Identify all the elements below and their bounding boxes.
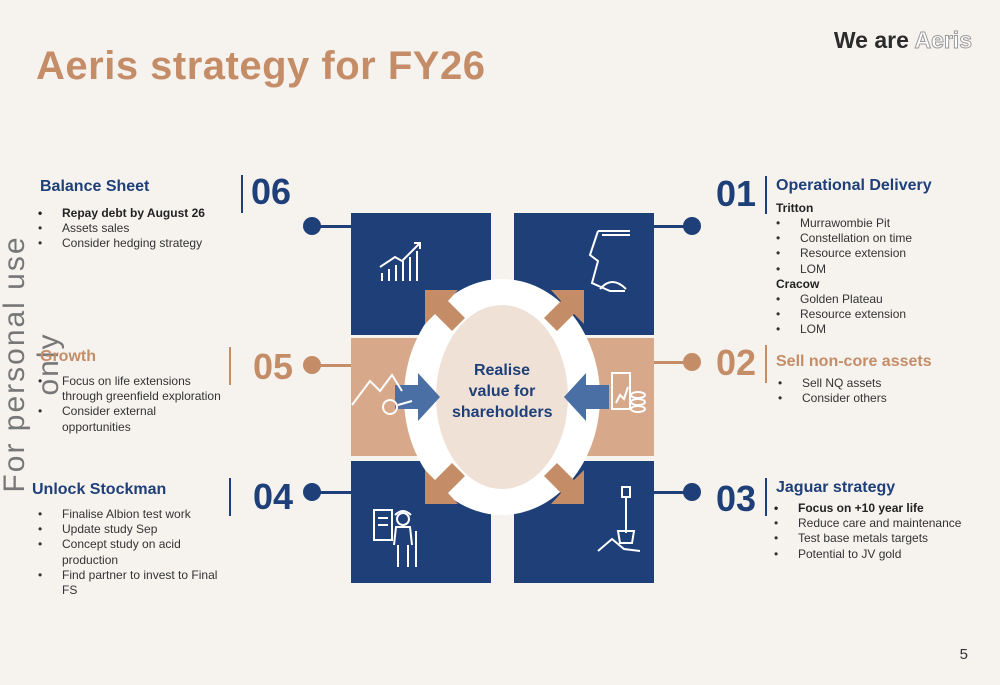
mountain-copper-icon: [351, 373, 413, 415]
list-item: Sell NQ assets: [778, 376, 887, 391]
connector-05: [318, 364, 351, 367]
shovel-icon: [597, 486, 641, 552]
list-item: Murrawombie Pit: [776, 216, 912, 231]
non-core-list: Sell NQ assets Consider others: [778, 376, 887, 407]
connector-dot-02: [683, 353, 701, 371]
arrow-bottom-left: [425, 463, 465, 504]
connector-dot-03: [683, 483, 701, 501]
jaguar-heading: Jaguar strategy: [776, 479, 896, 496]
list-item: Consider hedging strategy: [38, 236, 205, 251]
center-label: Realise value for shareholders: [452, 362, 553, 421]
divider-06: [241, 175, 243, 213]
list-item: Consider others: [778, 391, 887, 406]
list-item: Repay debt by August 26: [38, 206, 205, 221]
growth-heading: Growth: [40, 348, 96, 365]
connector-04: [318, 491, 351, 494]
list-item: Potential to JV gold: [774, 547, 961, 562]
arrow-left-in: [395, 373, 440, 421]
list-item: Resource extension: [776, 307, 906, 322]
jaguar-list: Focus on +10 year life Reduce care and m…: [774, 501, 961, 562]
section-number-01: 01: [716, 173, 757, 214]
center-diagram: [351, 230, 646, 567]
tritton-list: Murrawombie Pit Constellation on time Re…: [776, 216, 912, 277]
growth-chart-icon: [379, 242, 421, 281]
operational-delivery-heading: Operational Delivery: [776, 177, 932, 194]
section-number-03: 03: [716, 478, 757, 519]
page-title: Aeris strategy for FY26: [36, 44, 486, 88]
connector-02: [654, 361, 687, 364]
list-item: Find partner to invest to Final FS: [38, 568, 228, 598]
list-item: Assets sales: [38, 221, 205, 236]
connector-dot-06: [303, 217, 321, 235]
list-item: Concept study on acid production: [38, 537, 228, 567]
divider-05: [229, 347, 231, 385]
growth-list: Focus on life extensions through greenfi…: [38, 374, 228, 435]
assets-coins-icon: [611, 372, 646, 413]
non-core-heading: Sell non-core assets: [776, 353, 932, 370]
list-item: Golden Plateau: [776, 292, 906, 307]
arrow-right-in: [564, 373, 609, 421]
connector-06: [318, 225, 351, 228]
balance-sheet-heading: Balance Sheet: [40, 178, 150, 195]
brand-prefix: We are: [833, 27, 909, 53]
excavator-icon: [588, 230, 630, 292]
list-item: LOM: [776, 262, 912, 277]
connector-01: [654, 225, 687, 228]
list-item: Focus on life extensions through greenfi…: [38, 374, 228, 404]
list-item: Reduce care and maintenance: [774, 516, 961, 531]
connector-dot-05: [303, 356, 321, 374]
section-number-02: 02: [716, 342, 757, 383]
cracow-label: Cracow: [776, 277, 820, 291]
arrow-bottom-right: [544, 463, 584, 504]
arrow-top-right: [544, 290, 584, 331]
section-number-04: 04: [253, 476, 294, 517]
worker-icon: [373, 509, 417, 567]
list-item: Resource extension: [776, 246, 912, 261]
list-item: LOM: [776, 322, 906, 337]
list-item: Update study Sep: [38, 522, 228, 537]
divider-03: [765, 478, 767, 516]
connector-dot-01: [683, 217, 701, 235]
section-number-05: 05: [253, 346, 294, 387]
list-item: Consider external opportunities: [38, 404, 228, 434]
stockman-heading: Unlock Stockman: [32, 481, 167, 498]
divider-02: [765, 345, 767, 383]
brand-logo: We are Aeris: [833, 27, 973, 54]
brand-name: Aeris: [914, 27, 973, 54]
stockman-list: Finalise Albion test work Update study S…: [38, 507, 228, 598]
connector-03: [654, 491, 687, 494]
list-item: Test base metals targets: [774, 531, 961, 546]
page-number: 5: [959, 646, 968, 663]
section-number-06: 06: [251, 171, 292, 212]
list-item: Finalise Albion test work: [38, 507, 228, 522]
list-item: Constellation on time: [776, 231, 912, 246]
divider-04: [229, 478, 231, 516]
arrow-top-left: [425, 290, 465, 331]
cracow-list: Golden Plateau Resource extension LOM: [776, 292, 906, 338]
tritton-label: Tritton: [776, 201, 814, 215]
balance-sheet-list: Repay debt by August 26 Assets sales Con…: [38, 206, 205, 252]
list-item: Focus on +10 year life: [774, 501, 961, 516]
connector-dot-04: [303, 483, 321, 501]
divider-01: [765, 176, 767, 214]
